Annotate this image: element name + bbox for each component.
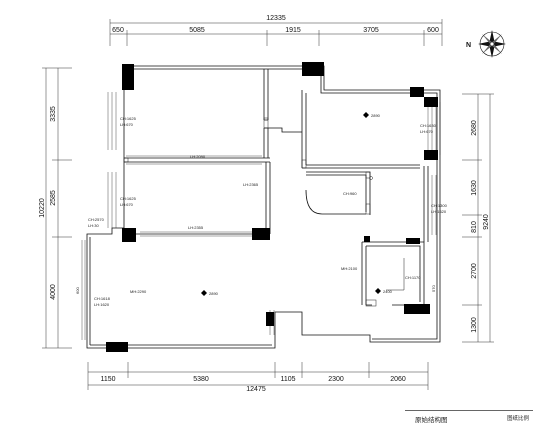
label-ch1630: CH:1630 (420, 123, 437, 128)
label-lh30: LH:30 (88, 223, 99, 228)
top-segment-3: 1915 (285, 27, 301, 34)
bottom-segment-4: 2300 (328, 376, 344, 383)
structural-columns (106, 62, 438, 352)
left-segment-2: 2585 (50, 190, 57, 206)
drawing-scale-label: 图纸比例 (506, 416, 529, 422)
top-segment-2: 5085 (189, 27, 205, 34)
bottom-segment-2: 5380 (193, 376, 209, 383)
top-total-dimension: 12335 (266, 15, 286, 22)
right-segment-2: 1630 (471, 180, 478, 196)
door-markers (123, 117, 405, 307)
label-ch1: CH:1625 (120, 116, 137, 121)
label-lh2090: LH:2090 (190, 154, 206, 159)
compass-north-label: N (466, 42, 471, 49)
label-ch1618: CH:1618 (94, 296, 111, 301)
compass: N (466, 30, 506, 58)
right-segment-3: 810 (471, 221, 478, 233)
elevation-wc-label: 2400 (383, 289, 393, 294)
elevation-bed-label: 2890 (371, 113, 381, 118)
label-ch1300: CH:1300 (431, 203, 448, 208)
right-segment-1: 2680 (471, 120, 478, 136)
bottom-segment-3: 1105 (280, 376, 295, 383)
top-dimension-lines (109, 19, 443, 46)
label-lh670: LH:670 (420, 129, 434, 134)
label-lh1620: LH:1620 (94, 302, 110, 307)
label-ch1170: CH:1170 (405, 275, 421, 280)
bottom-segment-1: 1150 (100, 376, 115, 383)
label-left-width: 600 (75, 287, 80, 294)
bottom-dimension-lines (87, 362, 429, 390)
left-segment-3: 4000 (50, 284, 57, 300)
title-block: 原始结构图 图纸比例 (405, 410, 533, 429)
right-segment-4: 2700 (471, 263, 478, 279)
drawing-title: 原始结构图 (415, 417, 448, 424)
right-segment-5: 1300 (471, 317, 478, 333)
left-segment-1: 3335 (50, 106, 57, 122)
label-lh2365: LH:2365 (243, 182, 259, 187)
label-w570: 570 (431, 285, 436, 292)
right-total-dimension: 9240 (483, 214, 490, 230)
elevation-main-label: 2890 (209, 291, 219, 296)
label-ch2: CH:1625 (120, 196, 137, 201)
label-ch2570: CH:2570 (88, 217, 105, 222)
bottom-segment-5: 2060 (390, 376, 406, 383)
label-mh2100: MH:2100 (341, 266, 358, 271)
label-ch960: CH:960 (343, 191, 357, 196)
annotations: CH:1625 LH:670 CH:1625 LH:670 LH:2090 LH… (75, 113, 448, 307)
left-dimension-lines (42, 67, 72, 349)
elevation-markers (201, 112, 381, 296)
label-lh2355: LH:2355 (188, 225, 204, 230)
label-lh1620b: LH:1620 (431, 209, 447, 214)
top-segment-5: 600 (427, 27, 439, 34)
windows (81, 92, 441, 340)
label-lh2: LH:670 (120, 202, 134, 207)
label-mh2290: MH:2290 (130, 289, 147, 294)
bottom-total-dimension: 12475 (246, 386, 266, 393)
top-segment-4: 3705 (363, 27, 379, 34)
right-dimension-lines (462, 93, 494, 343)
top-segment-1: 650 (112, 27, 124, 34)
left-total-dimension: 10220 (39, 198, 46, 218)
walls (86, 65, 441, 349)
label-lh1: LH:670 (120, 122, 134, 127)
